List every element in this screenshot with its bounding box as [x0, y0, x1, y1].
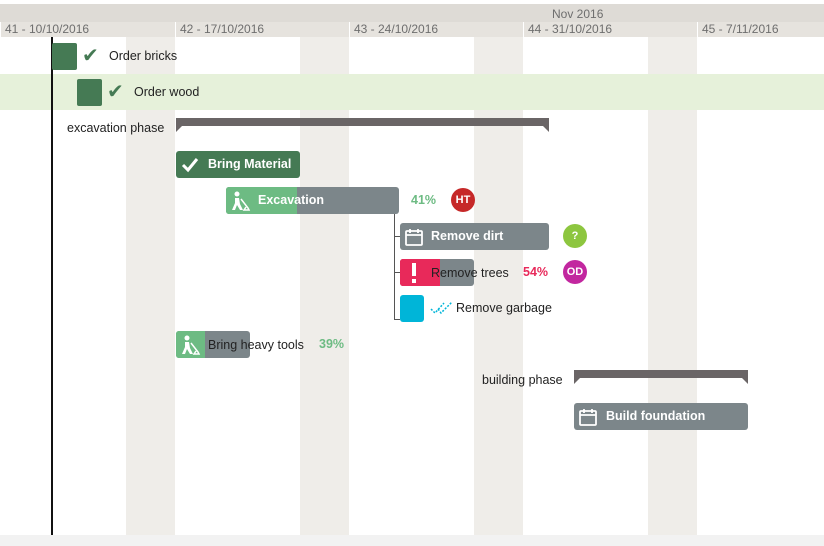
week-label-45: 45 - 7/11/2016 — [697, 22, 824, 37]
bring-material-label: Bring Material — [208, 157, 292, 171]
calendar-icon — [400, 223, 427, 250]
gantt-chart: Nov 2016 41 - 10/10/2016 42 - 17/10/2016… — [0, 0, 824, 535]
order-bricks-label: Order bricks — [109, 49, 178, 63]
question-badge[interactable]: ? — [563, 224, 587, 248]
remove-trees-progress-text: 54% — [523, 265, 549, 279]
check-icon: ✔ — [107, 81, 124, 103]
bring-heavy-tools-progress-text: 39% — [319, 337, 345, 351]
check-icon — [176, 151, 203, 178]
dependency-line — [394, 272, 400, 273]
remove-trees-label: Remove trees — [431, 266, 509, 280]
weekend-column — [648, 37, 697, 535]
remove-trees-task[interactable] — [400, 259, 474, 286]
weekend-column — [474, 37, 523, 535]
excavation-progress-text: 41% — [411, 193, 437, 207]
week-header: 41 - 10/10/2016 42 - 17/10/2016 43 - 24/… — [0, 22, 824, 37]
order-wood-milestone[interactable] — [77, 79, 102, 106]
weekend-column — [126, 37, 175, 535]
building-phase-bar[interactable] — [574, 370, 748, 384]
bring-heavy-tools-label: Bring heavy tools — [208, 338, 304, 352]
calendar-icon — [574, 403, 601, 430]
remove-garbage-label: Remove garbage — [456, 301, 552, 315]
weekend-column — [300, 37, 349, 535]
remove-dirt-label: Remove dirt — [431, 229, 504, 243]
today-marker — [51, 37, 53, 535]
assignee-badge-ht[interactable]: HT — [451, 188, 475, 212]
dependency-line — [394, 236, 400, 237]
alert-icon — [400, 259, 427, 286]
week-label-43: 43 - 24/10/2016 — [349, 22, 523, 37]
worker-icon — [176, 331, 203, 358]
bring-material-task[interactable]: Bring Material — [176, 151, 300, 178]
double-check-icon — [430, 300, 454, 321]
excavation-task[interactable]: Excavation — [226, 187, 399, 214]
assignee-badge-od[interactable]: OD — [563, 260, 587, 284]
excavation-phase-bar[interactable] — [176, 118, 549, 132]
dependency-line — [394, 214, 395, 320]
horizontal-scrollbar[interactable] — [0, 535, 824, 546]
selected-row-highlight — [0, 74, 824, 110]
order-bricks-milestone[interactable] — [52, 43, 77, 70]
dependency-line — [394, 319, 400, 320]
check-icon: ✔ — [82, 45, 99, 67]
excavation-label: Excavation — [258, 193, 325, 207]
month-header: Nov 2016 — [0, 4, 824, 22]
excavation-phase-label: excavation phase — [67, 121, 165, 135]
build-foundation-label: Build foundation — [606, 409, 706, 423]
bring-heavy-tools-task[interactable] — [176, 331, 250, 358]
week-label-41: 41 - 10/10/2016 — [0, 22, 175, 37]
remove-garbage-task[interactable] — [400, 295, 424, 322]
worker-icon — [226, 187, 253, 214]
week-label-42: 42 - 17/10/2016 — [175, 22, 349, 37]
building-phase-label: building phase — [482, 373, 563, 387]
order-wood-label: Order wood — [134, 85, 200, 99]
week-label-44: 44 - 31/10/2016 — [523, 22, 697, 37]
build-foundation-task[interactable]: Build foundation — [574, 403, 748, 430]
remove-dirt-task[interactable]: Remove dirt — [400, 223, 549, 250]
month-label: Nov 2016 — [552, 7, 604, 21]
